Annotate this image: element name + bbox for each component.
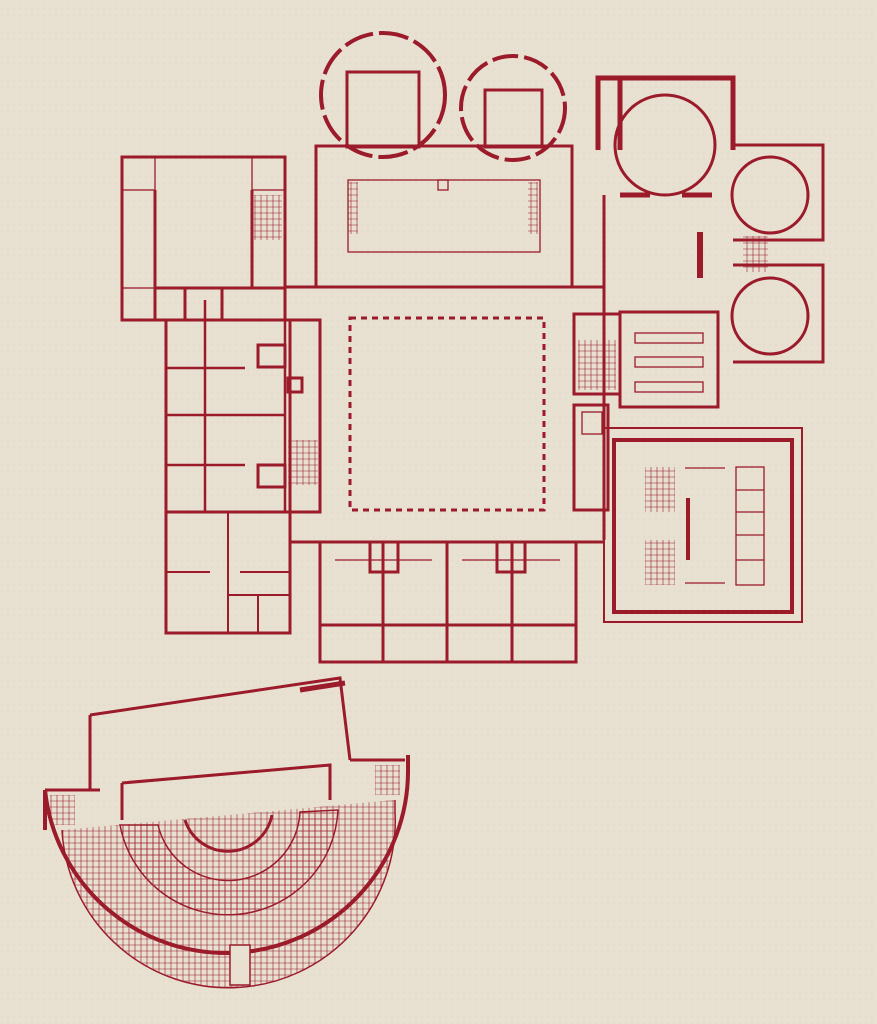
stair-icon bbox=[578, 340, 616, 390]
left-middle-block bbox=[164, 300, 322, 514]
right-top-pavilion bbox=[595, 75, 736, 198]
left-top-block bbox=[120, 155, 287, 322]
stair-icon bbox=[50, 795, 75, 825]
left-lower-block bbox=[164, 512, 292, 635]
right-lower-hall bbox=[603, 427, 803, 623]
stair-icon bbox=[645, 540, 675, 585]
stair-icon bbox=[645, 467, 675, 512]
stair-icon bbox=[375, 765, 400, 795]
stair-icon bbox=[348, 182, 358, 234]
stair-icon bbox=[743, 236, 768, 272]
bottom-room-row bbox=[318, 540, 578, 664]
right-middle-rooms bbox=[572, 310, 720, 512]
theater bbox=[43, 676, 411, 989]
stair-icon bbox=[528, 182, 538, 234]
seating-inner bbox=[119, 809, 339, 916]
stair-icon bbox=[288, 440, 318, 485]
stair-icon bbox=[254, 195, 282, 240]
central-courtyard bbox=[348, 316, 546, 512]
right-small-towers bbox=[697, 143, 825, 364]
